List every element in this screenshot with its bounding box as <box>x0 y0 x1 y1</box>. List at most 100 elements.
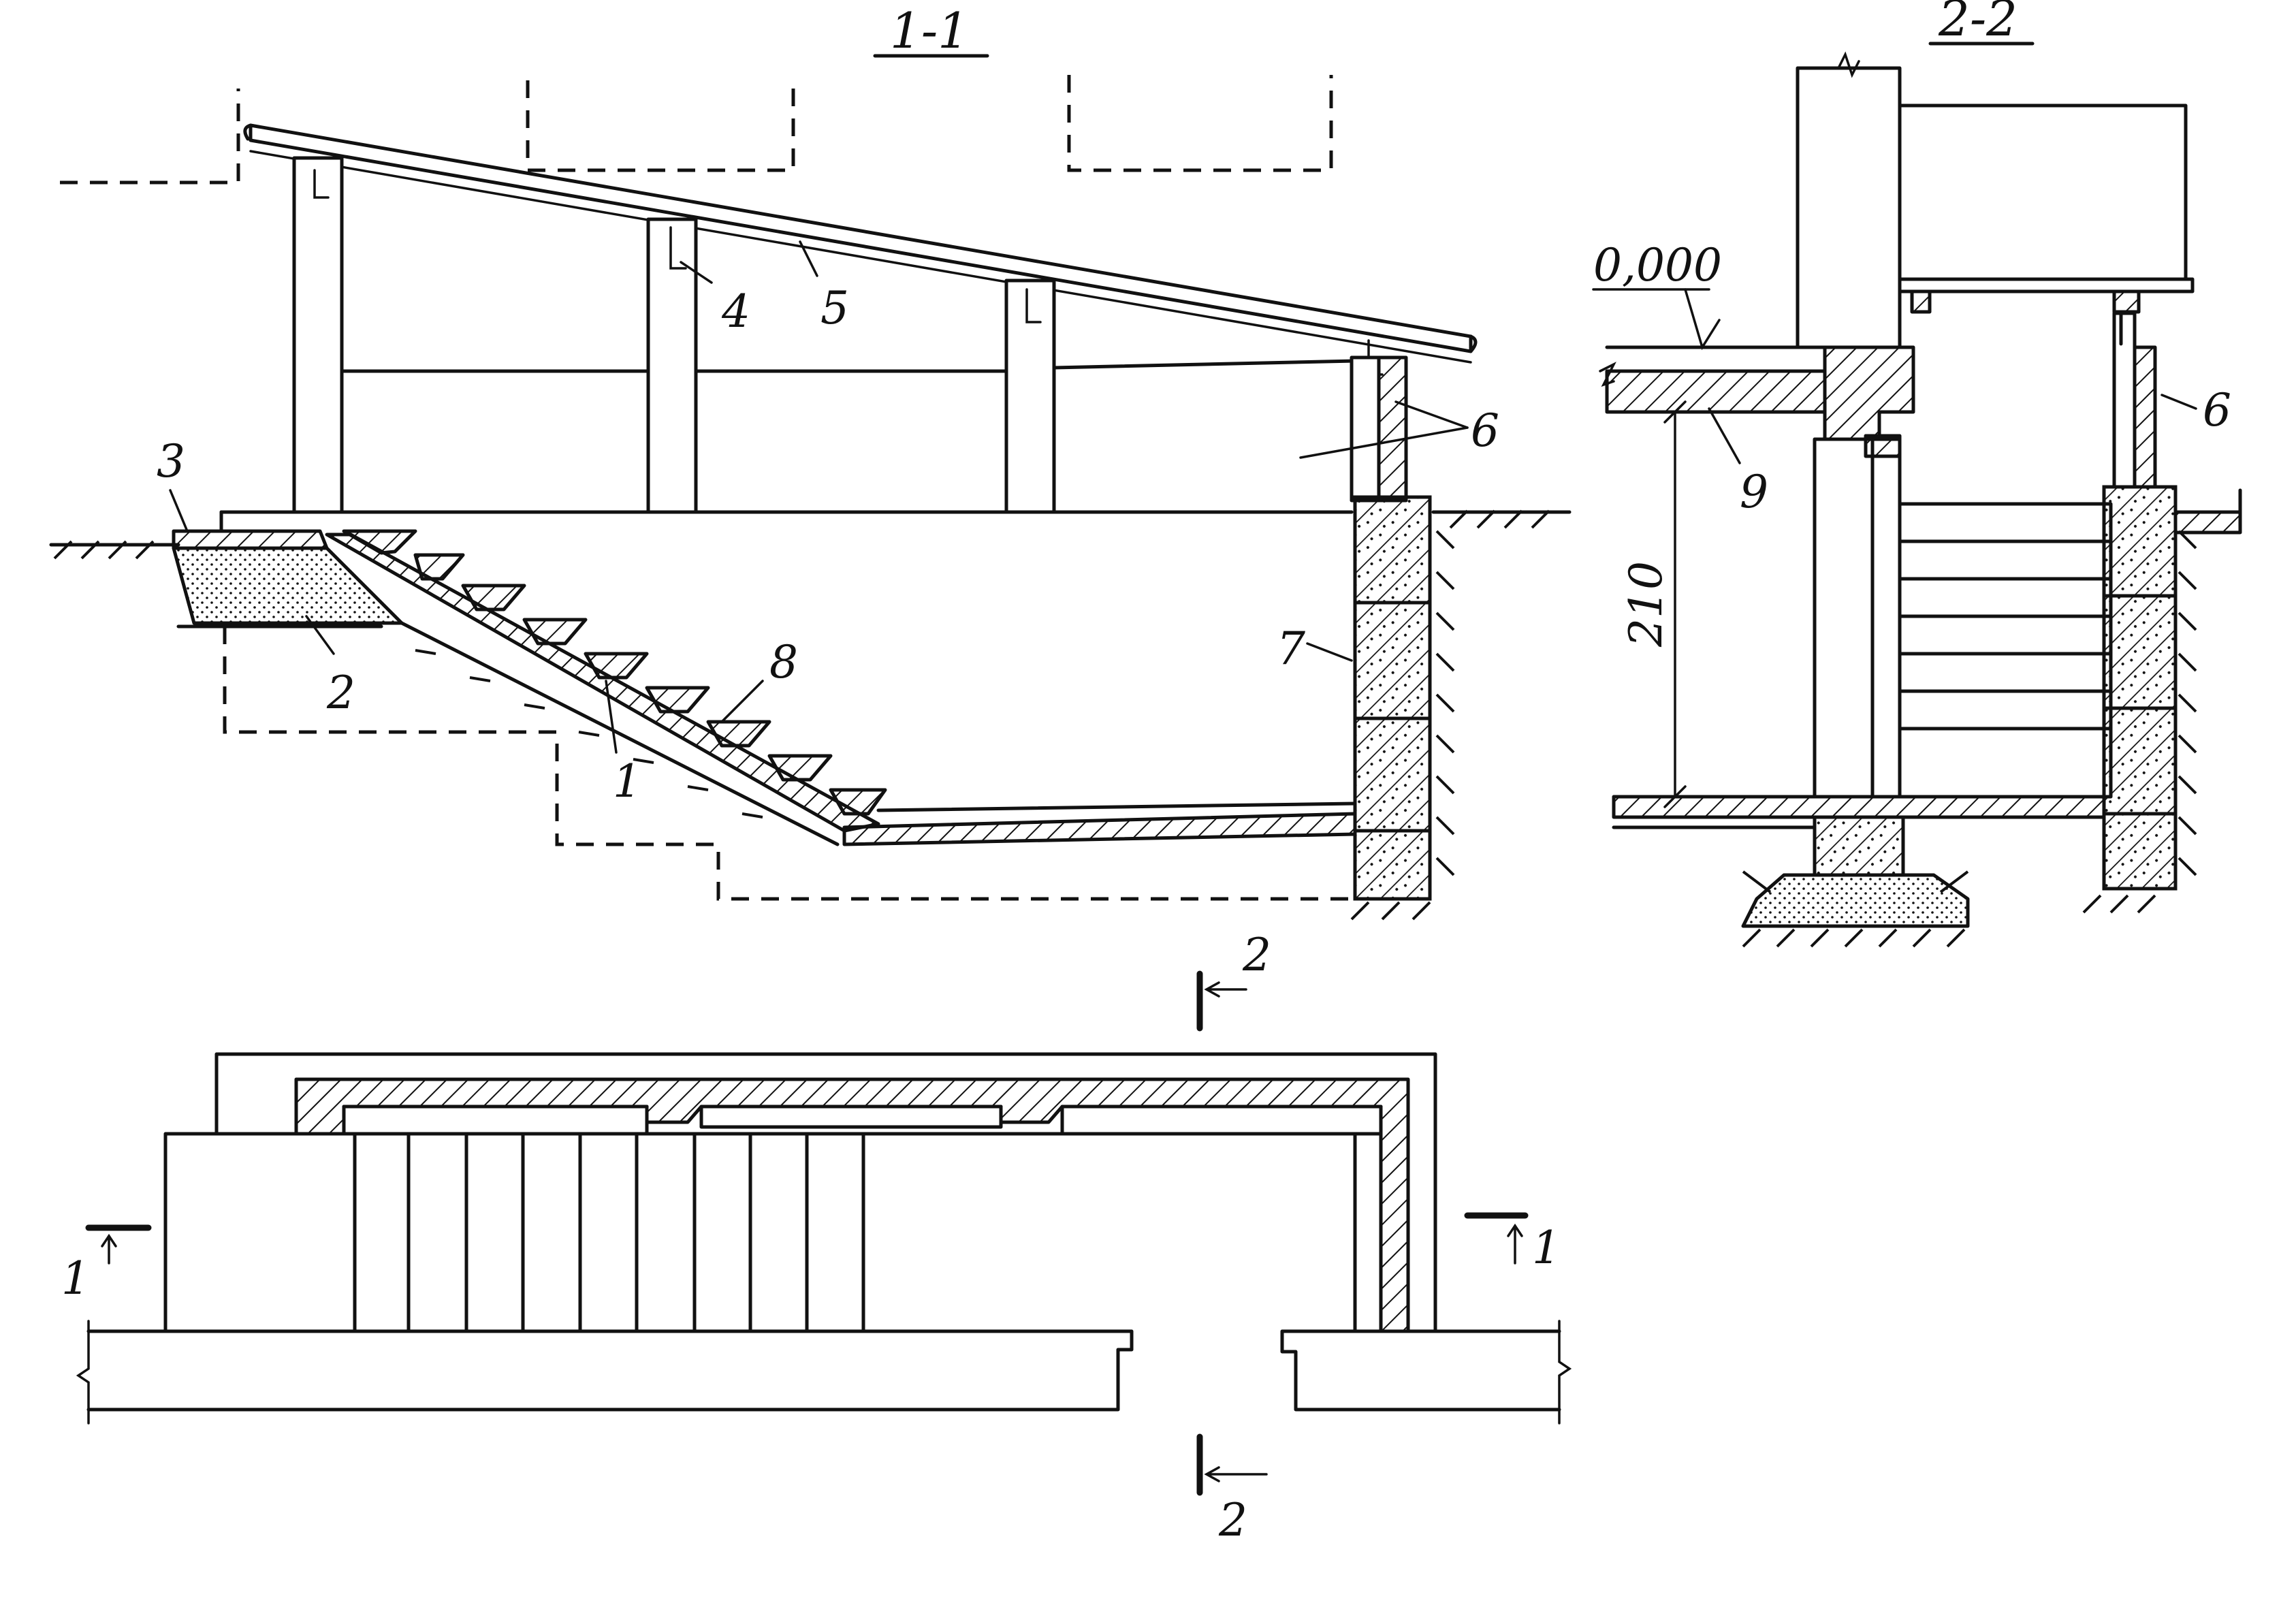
step-7 <box>706 720 771 748</box>
retaining-wall <box>1353 495 1432 901</box>
leader-6-section2 <box>2161 394 2197 410</box>
canopy-roof-block <box>1898 104 2188 281</box>
step-9 <box>829 788 887 816</box>
riser-5 <box>1898 652 2113 693</box>
plan-break-right <box>1558 1320 1572 1425</box>
door-jamb <box>1813 437 1875 799</box>
roof-slab <box>249 123 1473 353</box>
column-2 <box>646 217 698 514</box>
upper-wall-outer <box>1350 355 1381 503</box>
column-3 <box>1004 279 1056 514</box>
steps-elevation <box>1898 502 2113 799</box>
foundation-block <box>1813 815 1905 877</box>
break-mark-top <box>1837 51 1860 78</box>
bracket-1 <box>313 169 330 199</box>
level-mark-arrow <box>1684 288 1721 351</box>
callout-7: 7 <box>1277 622 1305 675</box>
step-1 <box>342 529 417 555</box>
wall-block-2 <box>1353 601 1432 720</box>
bracket-3 <box>1025 288 1042 323</box>
upper-wall-hatched <box>1377 355 1408 503</box>
plan-break-left <box>76 1320 90 1425</box>
step-8 <box>767 754 833 782</box>
leader-1 <box>605 680 618 754</box>
riser-2 <box>1898 539 2113 581</box>
cut-1-left-arrow <box>101 1233 117 1265</box>
plan-panel-1 <box>342 1105 649 1136</box>
existing-building-outline-center <box>526 80 795 172</box>
outer-paving <box>2173 510 2242 535</box>
retaining-wall-section2 <box>2102 485 2178 891</box>
callout-2: 2 <box>326 667 355 719</box>
wall2-block-3 <box>2102 706 2178 816</box>
plan-steps <box>353 1132 865 1333</box>
bracket-2 <box>669 226 687 270</box>
leader-6b <box>1299 426 1469 459</box>
riser-7 <box>1898 727 2113 799</box>
riser-3 <box>1898 577 2113 618</box>
lower-floor-slab <box>1612 795 2106 819</box>
riser-4 <box>1898 614 2113 656</box>
callout-6: 6 <box>1471 404 1499 457</box>
section-1-1: 1-1 <box>49 2 1572 921</box>
dimension-tick-bottom <box>1663 785 1687 808</box>
ground-hatching-top <box>53 509 1550 560</box>
leader-2 <box>305 615 335 655</box>
leader-3 <box>169 489 189 533</box>
building-wall-upper <box>1796 66 1902 349</box>
stair-stringer <box>325 533 880 833</box>
wall-block-1 <box>1353 495 1432 605</box>
riser-1 <box>1898 502 2113 543</box>
stair-steps <box>342 529 887 816</box>
slope-hatching <box>415 649 763 819</box>
cut-2-top-arrow <box>1204 981 1247 998</box>
wall-block-3 <box>1353 716 1432 833</box>
step-3 <box>461 584 526 611</box>
floor-slab <box>842 812 1357 846</box>
excavation-slope <box>400 621 840 846</box>
footing-earth-hatching <box>1742 870 1969 948</box>
wall2-earth-hatching <box>2082 530 2197 914</box>
section-2-2: 2-2 0,000 <box>1592 0 2242 948</box>
top-slab <box>172 529 329 550</box>
canopy-roof-edge <box>1898 277 2195 293</box>
break-mark-left <box>1599 362 1616 387</box>
callout-9: 9 <box>1740 466 1768 518</box>
callout-1: 1 <box>613 755 641 808</box>
dimension-210: 210 <box>1620 561 1672 648</box>
level-mark: 0,000 <box>1593 239 1722 291</box>
canopy-bearing-right <box>2112 289 2141 314</box>
existing-building-outline-right <box>1067 75 1333 172</box>
jamb-top-hatch <box>1864 434 1902 458</box>
right-post-outer <box>2112 311 2137 489</box>
canopy-bearing-left <box>1910 289 1932 314</box>
cut-2-bottom-label: 2 <box>1218 1494 1247 1546</box>
rail-3 <box>1052 359 1357 370</box>
plan-building-wall-right <box>1280 1329 1561 1412</box>
roof-beam-line <box>249 150 1472 364</box>
floor-slab-9 <box>1605 369 1827 414</box>
foundation-footing <box>1741 873 1970 928</box>
section-1-1-title: 1-1 <box>890 2 969 59</box>
wall2-block-2 <box>2102 594 2178 710</box>
old-foundation-outline <box>223 626 1352 901</box>
cut-2-bottom-arrow <box>1204 1466 1268 1482</box>
leader-4 <box>680 261 713 284</box>
leader-6a <box>1394 400 1469 429</box>
floor-finish-line <box>876 801 1357 812</box>
plan-canopy-outline <box>214 1052 1437 1333</box>
dimension-tick-top <box>1663 400 1687 424</box>
cut-1-right-label: 1 <box>1532 1222 1561 1274</box>
roof-edge-right <box>1469 334 1478 353</box>
leader-8 <box>720 680 764 723</box>
callout-8: 8 <box>769 636 798 688</box>
wall-block-4 <box>1353 829 1432 901</box>
plan-top-landing <box>163 1132 357 1333</box>
step-4 <box>522 618 588 646</box>
wall2-block-1 <box>2102 485 2178 598</box>
cut-2-top-label: 2 <box>1242 929 1271 981</box>
riser-6 <box>1898 689 2113 731</box>
existing-building-outline-left <box>60 89 240 185</box>
